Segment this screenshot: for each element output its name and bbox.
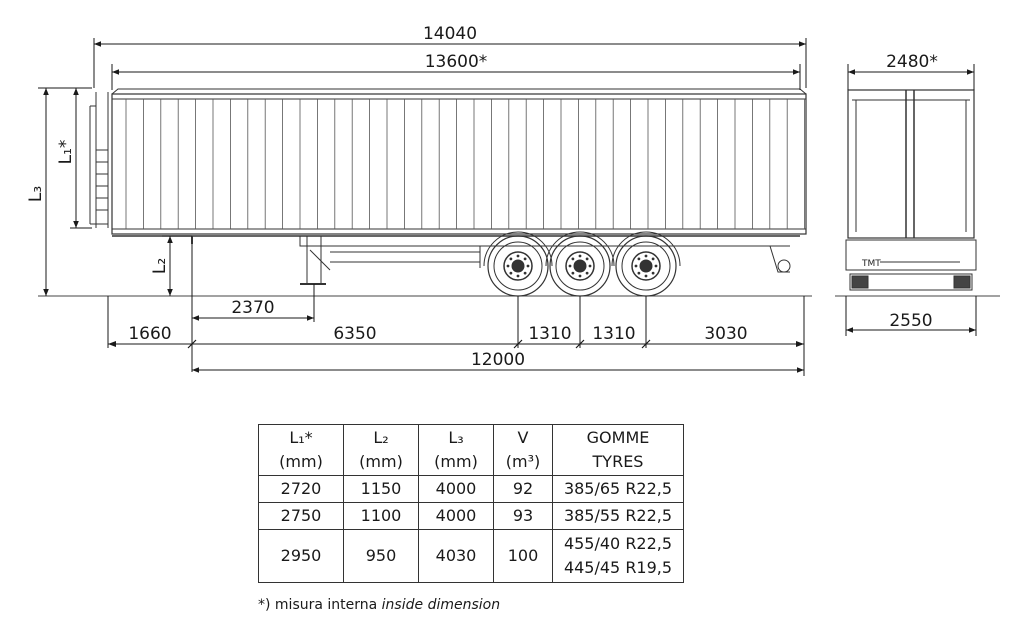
trailer-technical-drawing: TMT [26,24,1000,376]
dim-internal-width: 2480* [886,52,938,72]
label-l3: L₃ [26,186,46,202]
cell-volume: 92 [493,475,553,503]
table-row: 2720 1150 4000 92 385/65 R22,5 [258,475,684,503]
dim-axle-spacing-2: 1310 [592,324,635,344]
header-volume: V(m³) [493,424,553,476]
dim-axle-spacing-1: 1310 [528,324,571,344]
cell-tyres: 385/55 R22,5 [552,502,684,530]
cell-l1: 2750 [258,502,344,530]
body-ribs [125,99,805,229]
dim-kingpin-leg: 2370 [231,298,274,318]
trailer-rear-view [845,89,977,291]
wheel [611,231,681,297]
cell-volume: 100 [493,529,553,583]
table-row: 2750 1100 4000 93 385/55 R22,5 [258,502,684,530]
label-l2: L₂ [150,258,170,274]
wheel [545,231,615,297]
dim-front-overhang: 1660 [128,324,171,344]
trailer-side-view [89,88,807,285]
cell-l1: 2720 [258,475,344,503]
dim-kingpin-axle: 6350 [333,324,376,344]
dim-overall-length: 14040 [423,24,477,44]
axle-wheels [483,231,681,297]
wheel [483,231,553,297]
header-l2: L₂(mm) [343,424,419,476]
cell-volume: 93 [493,502,553,530]
footnote: *) misura interna inside dimension [258,597,501,613]
cell-l3: 4030 [418,529,494,583]
cell-l3: 4000 [418,502,494,530]
cell-tyres: 385/65 R22,5 [552,475,684,503]
dim-rear-overhang: 3030 [704,324,747,344]
cell-l2: 1150 [343,475,419,503]
header-l3: L₃(mm) [418,424,494,476]
dim-internal-length: 13600* [425,52,488,72]
dim-overall-width: 2550 [889,311,932,331]
side-plate-text: TMT [861,259,881,269]
label-l1: L₁* [56,140,76,165]
header-l1: L₁*(mm) [258,424,344,476]
cell-l2: 950 [343,529,419,583]
cell-l1: 2950 [258,529,344,583]
cell-l3: 4000 [418,475,494,503]
cell-l2: 1100 [343,502,419,530]
dim-wheelbase: 12000 [471,350,525,370]
